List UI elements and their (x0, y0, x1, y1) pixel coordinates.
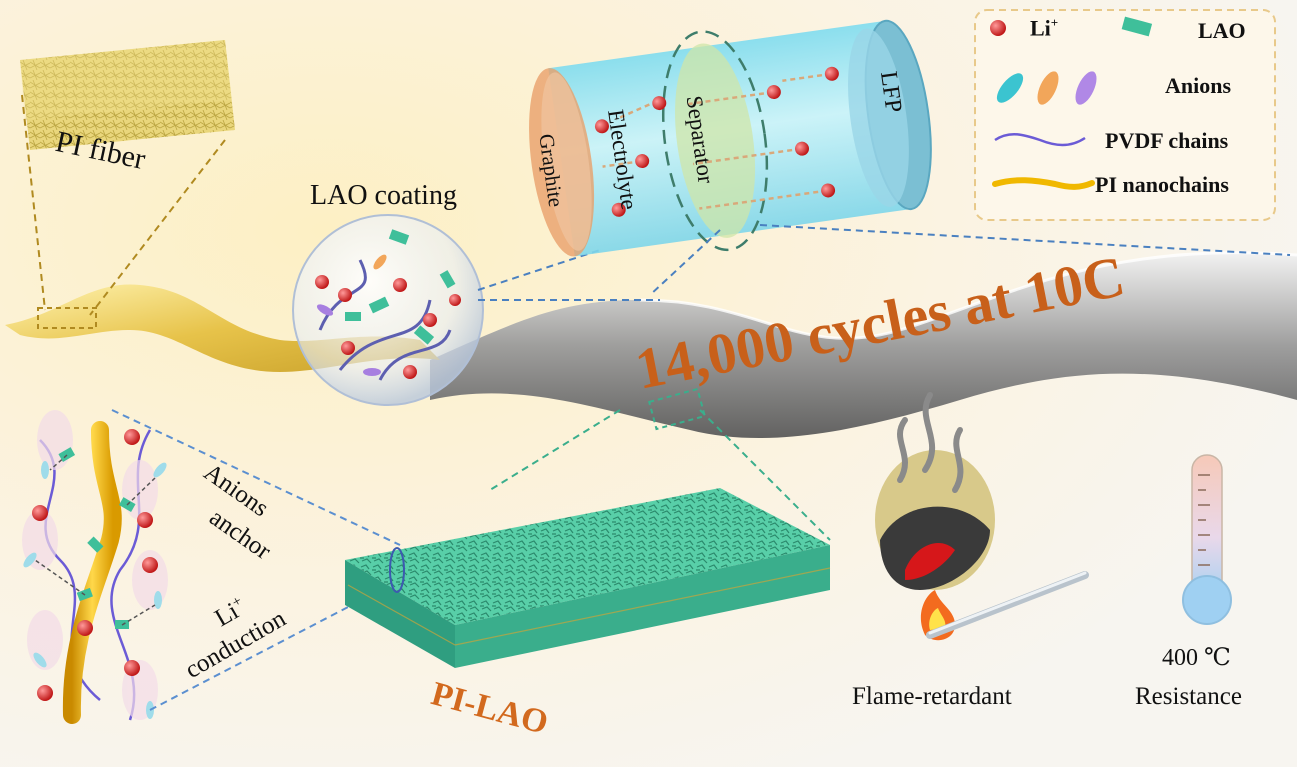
legend-anions-label: Anions (1165, 73, 1232, 98)
legend-box (974, 9, 1276, 221)
pi-lao-mat (345, 488, 830, 625)
lao-coating-bubble (292, 214, 484, 406)
pi-fiber-mat (20, 40, 235, 150)
battery-cell (529, 19, 932, 257)
chain-detail (22, 410, 168, 724)
legend-lao-label: LAO (1198, 18, 1246, 43)
legend-pvdf-label: PVDF chains (1105, 128, 1229, 153)
resistance-label: Resistance (1135, 683, 1242, 710)
lao-coating-label: LAO coating (310, 180, 457, 211)
legend-li-label: Li+ (1030, 15, 1059, 41)
thermometer-icon (1182, 454, 1232, 625)
separator-ribbon (430, 252, 1297, 439)
lfp-label: LFP (874, 69, 907, 115)
temperature-value-label: 400 ℃ (1162, 645, 1231, 671)
legend-pi-label: PI nanochains (1095, 172, 1229, 197)
flame-retardant-icon (875, 392, 1089, 641)
flame-retardant-label: Flame-retardant (852, 683, 1012, 710)
